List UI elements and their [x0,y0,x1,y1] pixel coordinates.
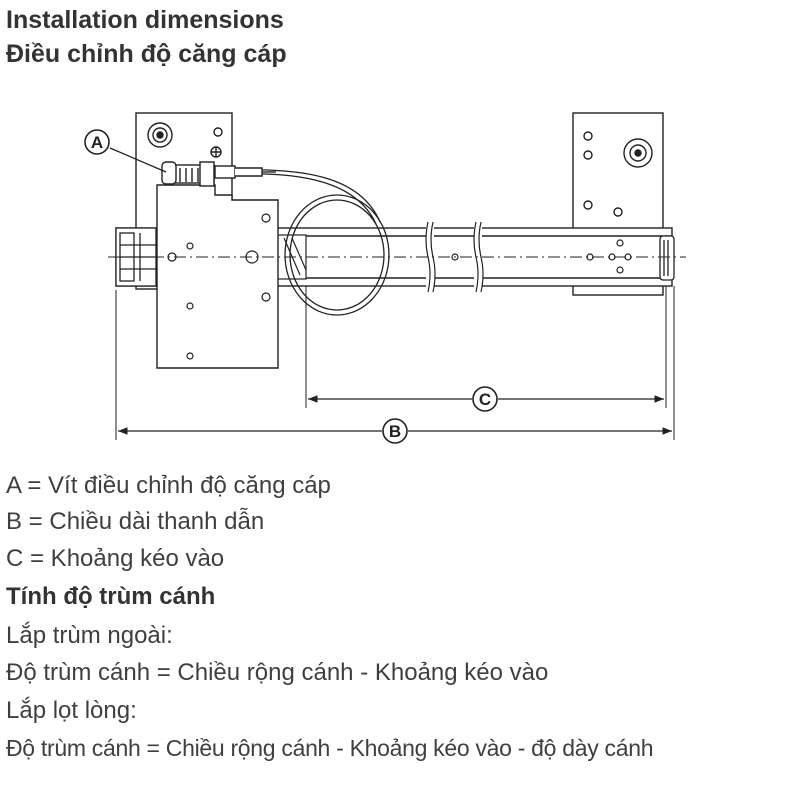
label-b: B [389,422,401,441]
legend-c: C = Khoảng kéo vào [6,545,225,572]
dimension-b: B [118,418,672,444]
installation-diagram: A C B [84,112,686,444]
legend-a: A = Vít điều chỉnh độ căng cáp [6,472,331,499]
section-heading: Tính độ trùm cánh [6,583,216,610]
inset-label: Lắp lọt lòng: [6,697,137,724]
dimension-c: C [308,386,664,412]
tension-housing [156,184,279,369]
overlay-formula: Độ trùm cánh = Chiều rộng cánh - Khoảng … [6,659,549,686]
page-title: Installation dimensions [6,6,284,34]
overlay-label: Lắp trùm ngoài: [6,622,173,649]
page-subtitle: Điều chỉnh độ căng cáp [6,40,287,68]
inset-formula: Độ trùm cánh = Chiều rộng cánh - Khoảng … [6,735,654,761]
legend-b: B = Chiều dài thanh dẫn [6,508,265,535]
adjust-screw [161,161,177,185]
right-end-cap [659,235,675,281]
label-a: A [91,133,103,152]
label-c: C [479,390,491,409]
label-a-circle [84,129,110,155]
